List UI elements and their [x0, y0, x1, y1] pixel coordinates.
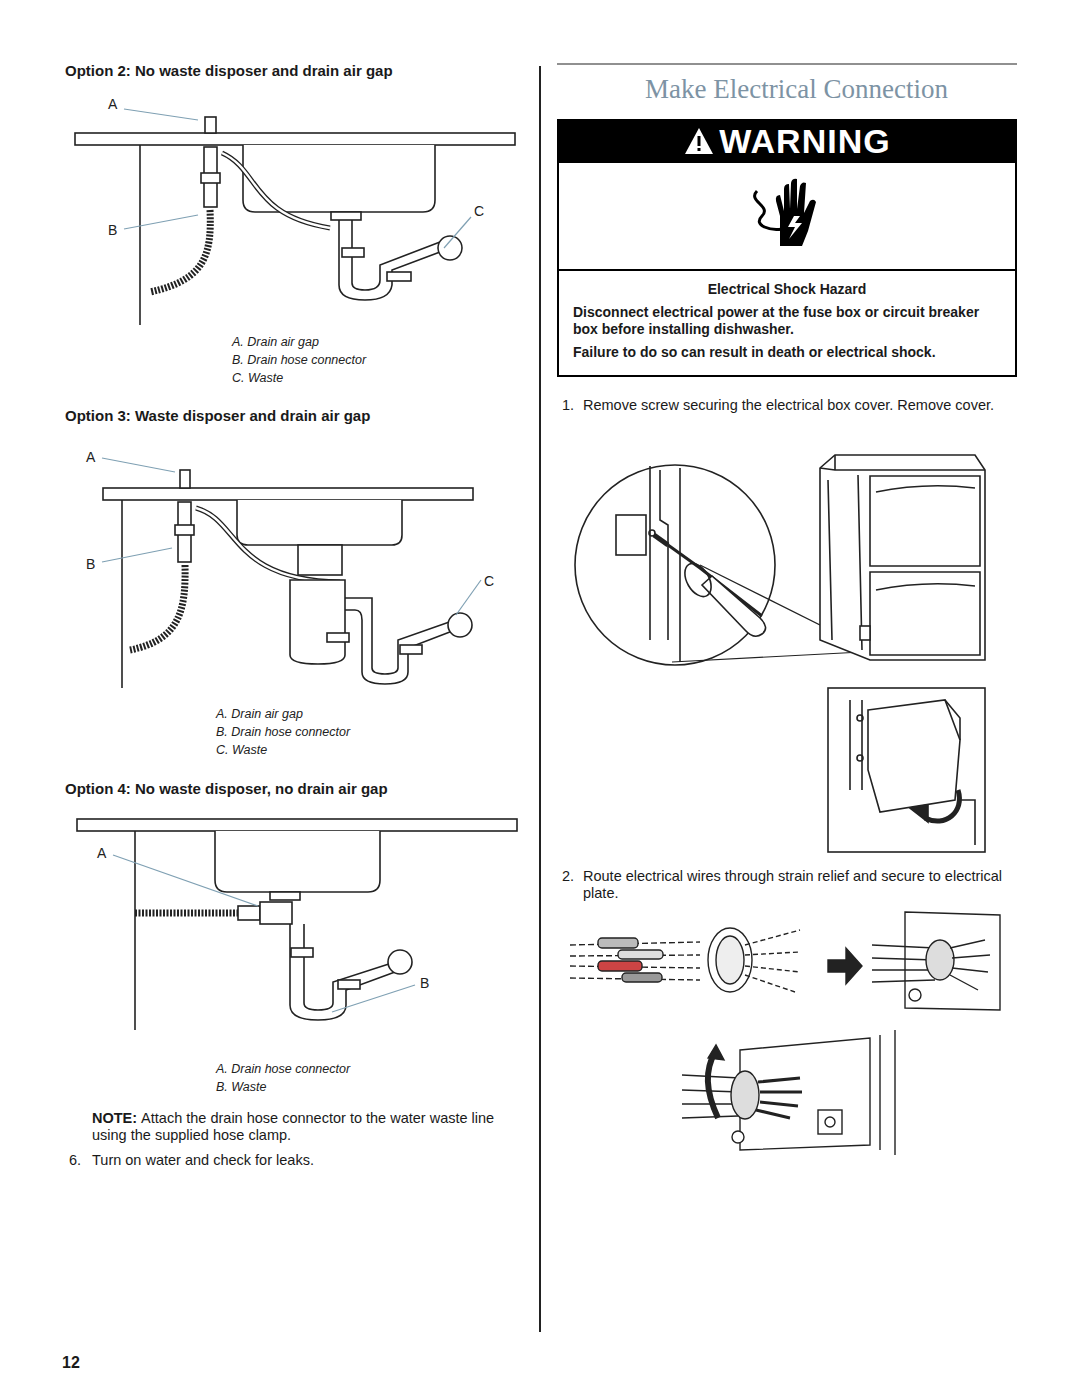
- note-text: Attach the drain hose connector to the w…: [92, 1110, 494, 1143]
- callout-letter: A: [86, 449, 95, 466]
- icon-area: [559, 161, 1015, 271]
- callout-letter: B: [108, 222, 117, 239]
- hazard-title: Electrical Shock Hazard: [573, 281, 1001, 298]
- legend-caption: B. Drain hose connector: [216, 725, 350, 740]
- step-number: 2.: [562, 868, 574, 885]
- legend-caption: A. Drain hose connector: [216, 1062, 350, 1076]
- legend-caption: B. Waste: [216, 1080, 266, 1094]
- warning-word: WARNING: [719, 122, 890, 161]
- step-number: 2.: [562, 868, 574, 884]
- callout-letter: B: [108, 222, 117, 238]
- section-heading: Option 4: No waste disposer, no drain ai…: [65, 780, 388, 797]
- legend-caption: B. Waste: [216, 1080, 266, 1095]
- step-text: Route electrical wires through strain re…: [583, 868, 1002, 901]
- callout-letter: C: [474, 203, 484, 219]
- step-number: 1.: [562, 397, 574, 413]
- legend-caption: A. Drain air gap: [216, 707, 303, 721]
- legend-caption: C. Waste: [216, 743, 267, 757]
- warning-box: WARNING Electrical Shock HazardDisconnec…: [557, 119, 1017, 377]
- legend-caption: A. Drain air gap: [232, 335, 319, 350]
- step-text: Route electrical wires through strain re…: [583, 868, 1015, 902]
- step-text: Turn on water and check for leaks.: [92, 1152, 314, 1168]
- legend-caption: B. Drain hose connector: [232, 353, 366, 367]
- callout-letter: B: [86, 556, 95, 572]
- page-number: 12: [62, 1354, 80, 1371]
- note-block: NOTE:Attach the drain hose connector to …: [92, 1110, 512, 1144]
- callout-letter: C: [484, 573, 494, 590]
- legend-caption: A. Drain air gap: [216, 707, 303, 722]
- callout-letter: A: [86, 449, 95, 465]
- warning-header: WARNING: [559, 121, 1015, 161]
- page-number: 12: [62, 1354, 80, 1371]
- legend-caption: B. Drain hose connector: [232, 353, 366, 368]
- callout-letter: A: [108, 96, 117, 113]
- step-text: Remove screw securing the electrical box…: [583, 397, 1015, 414]
- step-number: 6.: [69, 1152, 81, 1168]
- callout-letter: C: [484, 573, 494, 589]
- legend-caption: C. Waste: [232, 371, 283, 386]
- callout-letter: C: [474, 203, 484, 220]
- callout-letter: A: [97, 845, 106, 861]
- hazard-text: Failure to do so can result in death or …: [573, 344, 1001, 361]
- warning-triangle: [683, 126, 715, 156]
- page-heading: Make Electrical Connection: [645, 74, 948, 105]
- step-text: Remove screw securing the electrical box…: [583, 397, 994, 413]
- callout-letter: B: [420, 975, 429, 991]
- legend-caption: A. Drain air gap: [232, 335, 319, 349]
- section-heading: Option 2: No waste disposer and drain ai…: [65, 62, 525, 79]
- note-label: NOTE:: [92, 1110, 137, 1126]
- step-text: Turn on water and check for leaks.: [92, 1152, 512, 1169]
- callout-letter: A: [97, 845, 106, 862]
- warning-body: Electrical Shock HazardDisconnect electr…: [559, 271, 1015, 375]
- section-heading: Option 3: Waste disposer and drain air g…: [65, 407, 370, 424]
- callout-letter: A: [108, 96, 117, 112]
- step-number: 1.: [562, 397, 574, 414]
- legend-caption: C. Waste: [216, 743, 267, 758]
- section-heading: Option 2: No waste disposer and drain ai…: [65, 62, 393, 79]
- legend-caption: B. Drain hose connector: [216, 725, 350, 739]
- hazard-text: Disconnect electrical power at the fuse …: [573, 304, 1001, 338]
- section-heading: Option 4: No waste disposer, no drain ai…: [65, 780, 525, 797]
- callout-letter: B: [420, 975, 429, 992]
- legend-caption: C. Waste: [232, 371, 283, 385]
- shock-hazard-icon: [742, 171, 832, 261]
- section-heading: Option 3: Waste disposer and drain air g…: [65, 407, 525, 424]
- step-number: 6.: [69, 1152, 81, 1169]
- callout-letter: B: [86, 556, 95, 573]
- legend-caption: A. Drain hose connector: [216, 1062, 350, 1077]
